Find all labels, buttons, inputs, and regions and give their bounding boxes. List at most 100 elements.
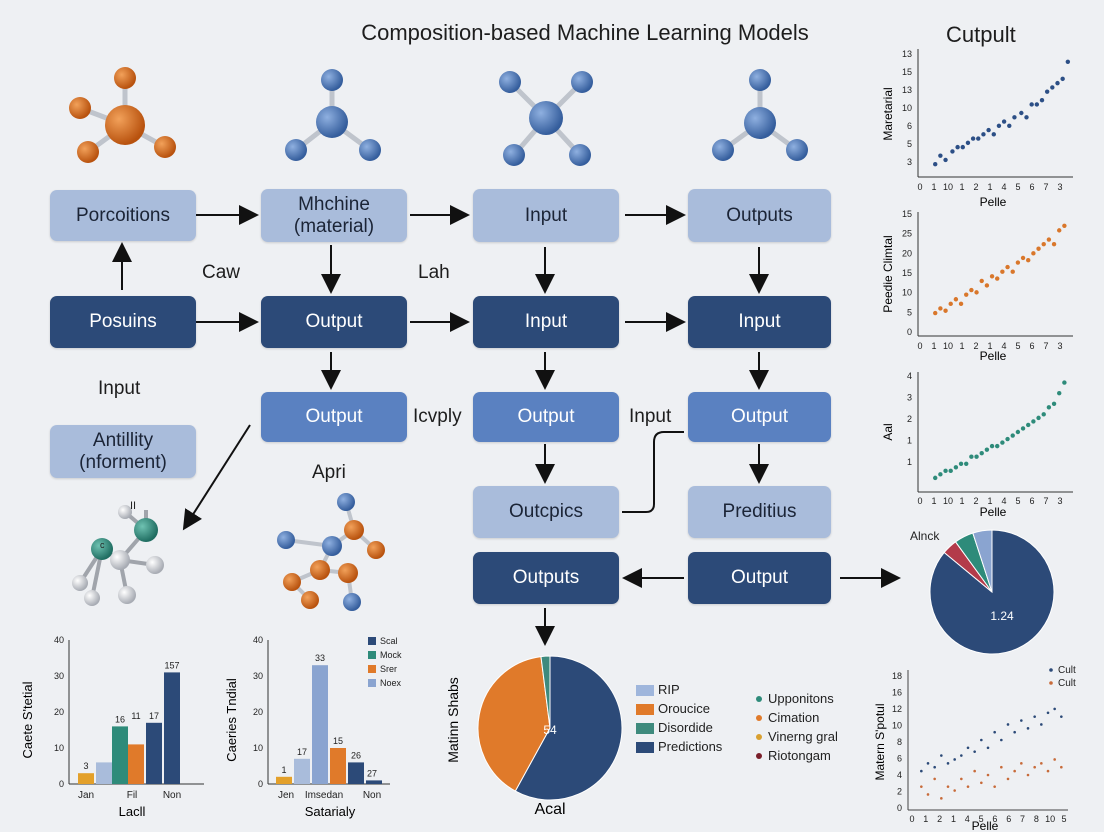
box-output-row3-a[interactable]: Output	[261, 392, 407, 442]
scatter-point	[1057, 228, 1062, 233]
scatter-point	[920, 785, 923, 788]
box-output-row3-c[interactable]: Output	[688, 392, 831, 442]
box-antillity[interactable]: Antillity (nforment)	[50, 425, 196, 478]
box-posuins[interactable]: Posuins	[50, 296, 196, 348]
legend-label: Cimation	[768, 710, 819, 725]
scatter-point	[1000, 440, 1005, 445]
scatter-point	[938, 153, 943, 158]
legend-label: Noex	[380, 678, 402, 688]
x-tick-label: 6	[1006, 814, 1011, 824]
x-tick-label: 5	[979, 814, 984, 824]
y-tick-label: 20	[902, 248, 912, 258]
scatter-point	[1000, 765, 1003, 769]
bar-value-label: 11	[131, 711, 140, 721]
y-tick-label: 1	[907, 436, 912, 446]
y-tick-label: 10	[253, 743, 263, 753]
box-outputs-bottom[interactable]: Outputs	[473, 552, 619, 604]
scatter-point	[1015, 429, 1021, 435]
box-output-bottom[interactable]: Output	[688, 552, 831, 604]
x-tick-label: 6	[1029, 496, 1034, 506]
scatter4-ylabel: Matern S'potul	[873, 704, 887, 781]
box-outputs-top[interactable]: Outputs	[688, 189, 831, 242]
bar	[348, 762, 364, 784]
box-preditius[interactable]: Preditius	[688, 486, 831, 538]
scatter-point	[970, 136, 976, 141]
scatter1-ylabel: Maretarial	[881, 87, 895, 140]
scatter3-xlabel: Pelle	[980, 505, 1007, 519]
scatter-point	[943, 157, 948, 163]
label-apri: Apri	[312, 462, 346, 483]
x-tick-label: 6	[992, 814, 997, 824]
box-porcoitions[interactable]: Porcoitions	[50, 190, 196, 241]
scatter-point	[1053, 758, 1056, 761]
y-tick-label: 0	[897, 803, 902, 813]
scatter-point	[1060, 715, 1063, 718]
scatter-point	[1013, 769, 1016, 773]
y-tick-label: 40	[54, 635, 64, 645]
x-tick-label: Non	[163, 790, 181, 801]
scatter-point	[980, 781, 983, 785]
legend-label: Predictions	[658, 739, 723, 754]
scatter4-xlabel: Pelle	[972, 819, 999, 832]
x-tick-label: 4	[1001, 182, 1006, 192]
scatter2-ylabel: Peedie Climtal	[881, 235, 895, 312]
box-input-row2-b[interactable]: Input	[688, 296, 831, 348]
y-tick-label: 2	[907, 414, 912, 424]
legend-dot	[756, 734, 762, 740]
legend-label: Riotongam	[768, 748, 831, 763]
box-output-row2[interactable]: Output	[261, 296, 407, 348]
scatter-point	[953, 758, 956, 761]
legend-label: RIP	[658, 682, 680, 697]
bar-value-label: 157	[164, 660, 179, 670]
y-tick-label: 16	[892, 688, 902, 698]
scatter-point	[960, 777, 963, 781]
scatter-point	[979, 450, 984, 456]
y-tick-label: 40	[253, 635, 263, 645]
scatter-point	[1020, 762, 1023, 765]
scatter-point	[948, 468, 953, 474]
scatter-point	[1020, 255, 1026, 261]
x-tick-label: 4	[965, 814, 970, 824]
bar	[294, 758, 310, 784]
x-tick-label: 2	[973, 341, 978, 351]
x-tick-label: 2	[937, 814, 942, 824]
legend-label: Oroucice	[658, 701, 710, 716]
scatter-point	[938, 472, 943, 477]
molecule-blue-icon	[285, 69, 381, 161]
x-tick-label: 1	[931, 341, 936, 351]
scatter-point	[1065, 59, 1071, 64]
box-machine-material[interactable]: Mhchine (material)	[261, 189, 407, 242]
scatter-point	[933, 777, 936, 781]
molecule-small-label: c	[100, 540, 105, 550]
y-tick-label: 6	[907, 121, 912, 131]
bar-mid-xlabel: Satarialy	[305, 804, 356, 819]
scatter-point	[1026, 727, 1030, 730]
y-tick-label: 15	[902, 209, 912, 219]
bar-left-xlabel: Lacll	[119, 804, 146, 819]
scatter-point	[1026, 422, 1031, 428]
x-tick-label: 1	[959, 496, 964, 506]
scatter-point	[1050, 85, 1055, 90]
scatter-point	[1051, 241, 1057, 247]
legend-label: Disordide	[658, 720, 713, 735]
x-tick-label: 5	[1015, 496, 1020, 506]
legend-swatch	[636, 704, 654, 715]
scatter-point	[964, 292, 969, 297]
y-tick-label: 3	[907, 157, 912, 167]
scatter-point	[980, 738, 983, 742]
legend-swatch	[368, 679, 376, 687]
scatter-point	[1020, 719, 1023, 722]
bar	[78, 773, 94, 784]
box-input-row2-a[interactable]: Input	[473, 296, 619, 348]
scatter-point	[986, 127, 991, 133]
scatter-point	[1060, 76, 1065, 82]
pie-slice	[477, 656, 551, 792]
bar	[312, 665, 328, 784]
legend-dot	[756, 696, 762, 702]
y-tick-label: 13	[902, 85, 912, 95]
box-outcpics[interactable]: Outcpics	[473, 486, 619, 538]
box-output-row3-b[interactable]: Output	[473, 392, 619, 442]
box-input-top[interactable]: Input	[473, 189, 619, 242]
